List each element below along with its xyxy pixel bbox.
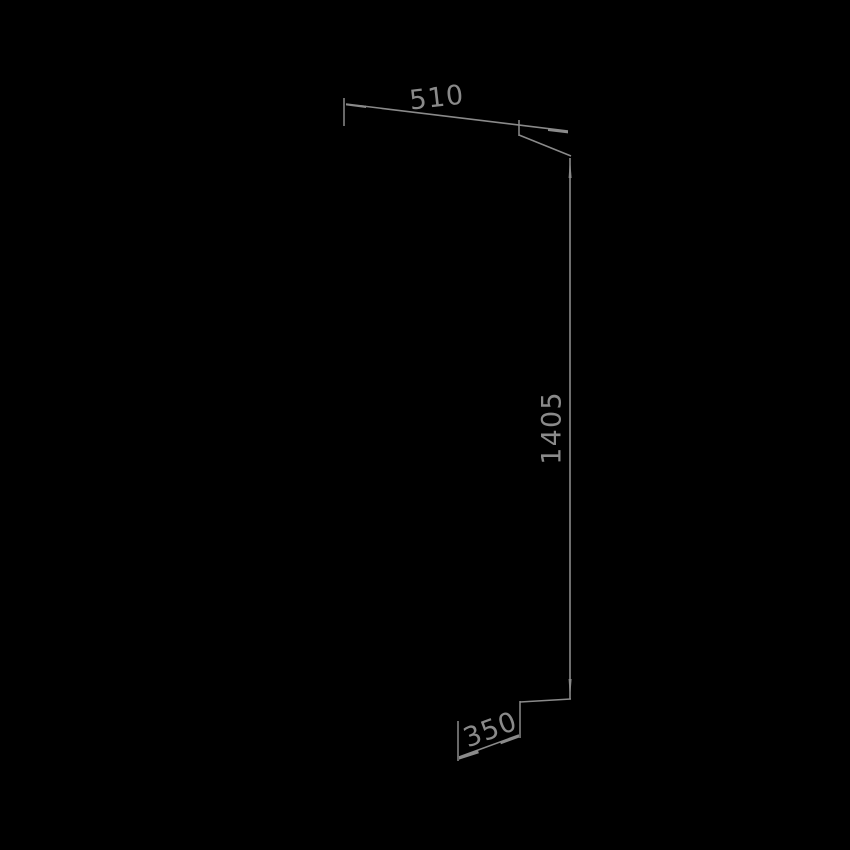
top-left-arrowhead — [346, 104, 366, 108]
bottom-dimension-label: 350 — [459, 706, 522, 754]
top-right-corner-link — [518, 134, 572, 157]
right-dimension-label: 1405 — [537, 391, 568, 465]
top-right-arrowhead — [548, 128, 568, 134]
top-dimension-line — [345, 103, 569, 132]
right-bottom-arrowhead — [568, 679, 572, 699]
bottom-right-corner-link — [519, 698, 572, 703]
bottom-left-arrowhead — [459, 750, 479, 760]
right-top-arrowhead — [568, 158, 572, 178]
top-dimension-label: 510 — [408, 79, 466, 116]
bottom-right-arrowhead — [500, 735, 519, 745]
